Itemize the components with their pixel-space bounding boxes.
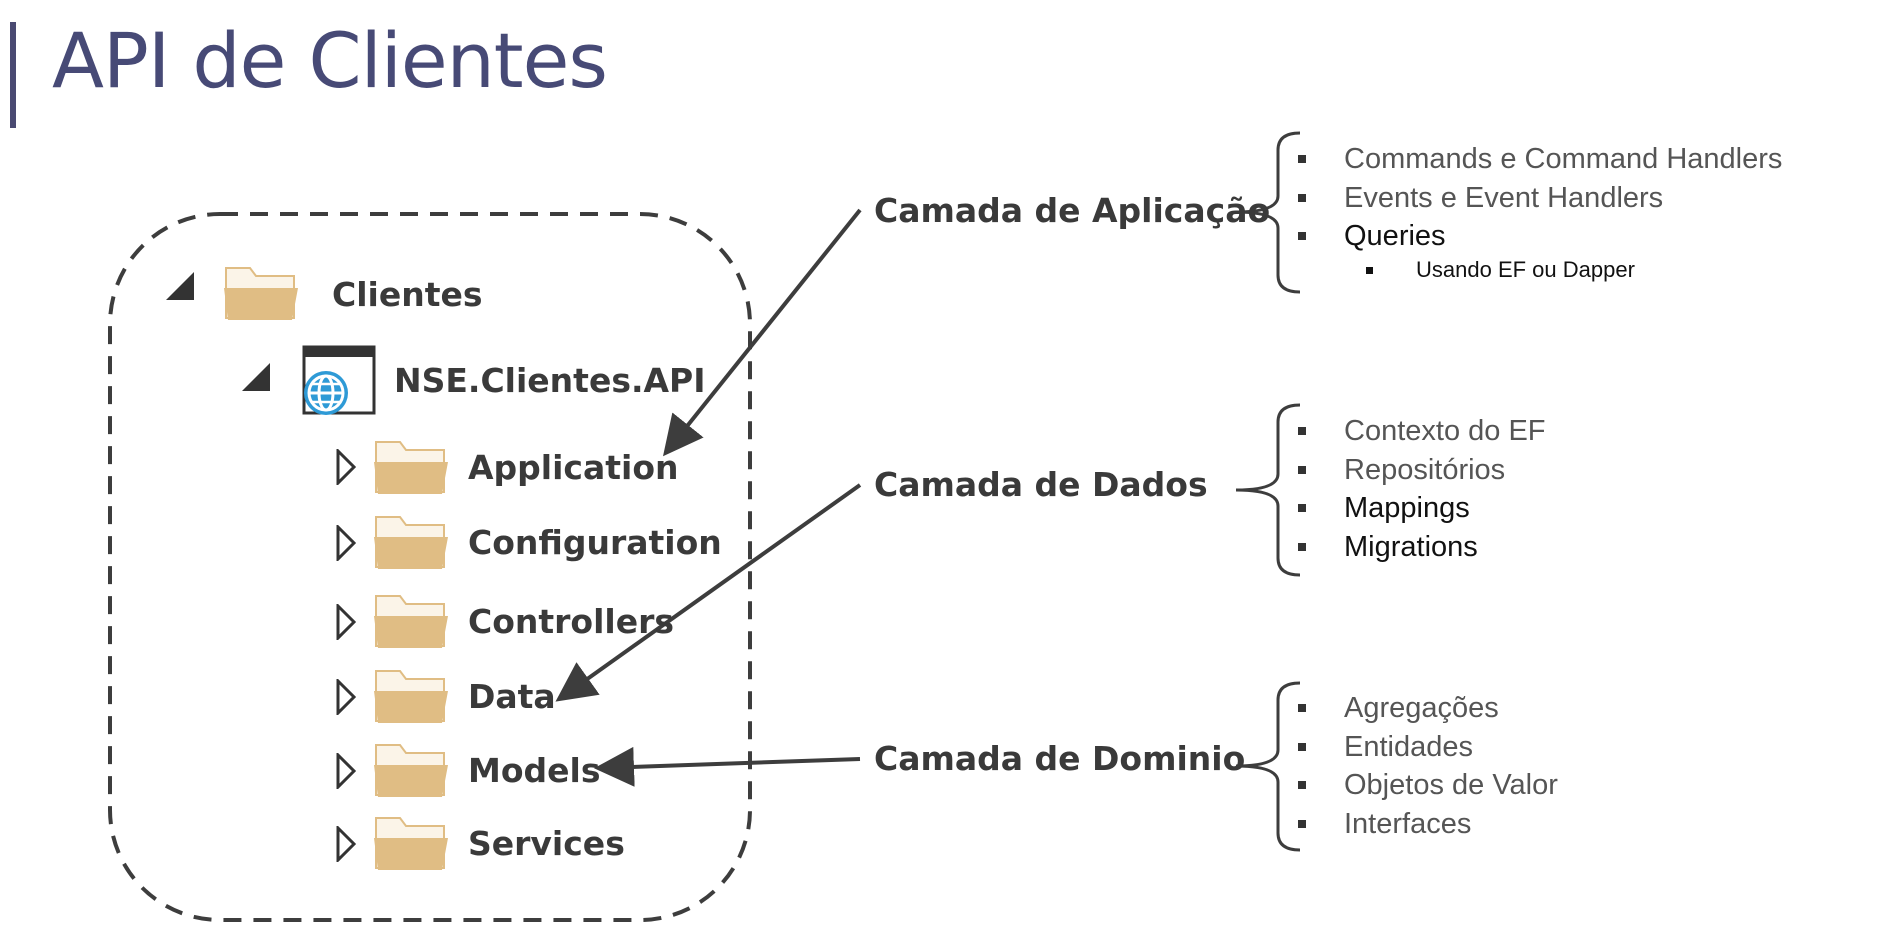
- arrow-dados: [555, 483, 862, 702]
- dashed-boundary: [108, 212, 752, 922]
- folder-label-application[interactable]: Application: [468, 448, 679, 487]
- collapsed-triangle-icon[interactable]: [336, 525, 356, 561]
- collapsed-triangle-icon[interactable]: [336, 604, 356, 640]
- layer-label-dominio: Camada de Dominio: [874, 739, 1246, 778]
- list-item: Entidades: [1298, 728, 1558, 767]
- list-item: Interfaces: [1298, 805, 1558, 844]
- folder-icon: [374, 441, 448, 494]
- folder-icon: [374, 670, 448, 723]
- folder-label-data[interactable]: Data: [468, 677, 556, 716]
- folder-label-configuration[interactable]: Configuration: [468, 523, 722, 562]
- layer-label-dados: Camada de Dados: [874, 465, 1208, 504]
- list-item: Contexto do EF: [1298, 412, 1546, 451]
- folder-label-models[interactable]: Models: [468, 751, 601, 790]
- title-accent-bar: [10, 22, 16, 128]
- list-item: Objetos de Valor: [1298, 766, 1558, 805]
- expanded-triangle-icon[interactable]: [166, 272, 194, 300]
- collapsed-triangle-icon[interactable]: [336, 679, 356, 715]
- arrow-dominio: [594, 746, 861, 787]
- expanded-triangle-icon[interactable]: [242, 363, 270, 391]
- list-item: Events e Event Handlers: [1298, 179, 1782, 218]
- brace-aplicacao: [1235, 131, 1301, 294]
- web-project-icon: [302, 345, 376, 415]
- brace-dados: [1235, 403, 1301, 577]
- folder-icon: [374, 817, 448, 870]
- folder-icon: [374, 516, 448, 569]
- brace-dominio: [1235, 681, 1301, 852]
- arrow-aplicacao: [663, 208, 862, 457]
- list-item: Repositórios: [1298, 451, 1546, 490]
- bullet-list-dados: Contexto do EF Repositórios Mappings Mig…: [1298, 412, 1546, 566]
- list-item: Migrations: [1298, 528, 1546, 567]
- project-label[interactable]: NSE.Clientes.API: [394, 361, 706, 400]
- bullet-list-dominio: Agregações Entidades Objetos de Valor In…: [1298, 689, 1558, 843]
- list-item: Mappings: [1298, 489, 1546, 528]
- tree-root-label[interactable]: Clientes: [332, 275, 483, 314]
- page-title: API de Clientes: [52, 16, 608, 105]
- list-item: Queries: [1298, 217, 1782, 256]
- folder-icon: [374, 595, 448, 648]
- collapsed-triangle-icon[interactable]: [336, 449, 356, 485]
- list-item: Commands e Command Handlers: [1298, 140, 1782, 179]
- folder-icon: [374, 744, 448, 797]
- sub-list-item: Usando EF ou Dapper: [1366, 259, 1635, 281]
- folder-icon: [224, 267, 298, 320]
- folder-label-controllers[interactable]: Controllers: [468, 602, 675, 641]
- layer-label-aplicacao: Camada de Aplicação: [874, 191, 1271, 230]
- collapsed-triangle-icon[interactable]: [336, 826, 356, 862]
- folder-label-services[interactable]: Services: [468, 824, 625, 863]
- list-item: Agregações: [1298, 689, 1558, 728]
- collapsed-triangle-icon[interactable]: [336, 753, 356, 789]
- bullet-list-aplicacao: Commands e Command Handlers Events e Eve…: [1298, 140, 1782, 256]
